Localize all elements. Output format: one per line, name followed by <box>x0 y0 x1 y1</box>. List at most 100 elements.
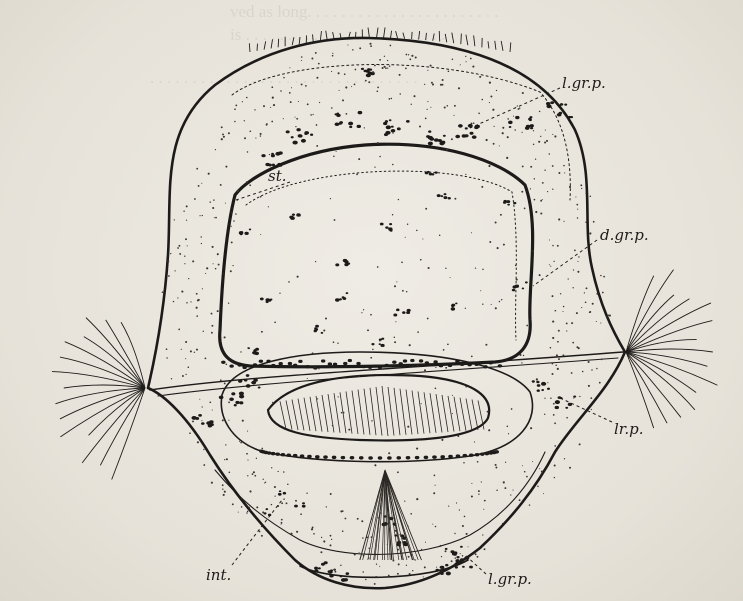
stipple-dot <box>389 65 391 67</box>
stipple-dot <box>439 234 441 236</box>
granule <box>341 456 346 459</box>
granule <box>333 363 337 366</box>
granule <box>275 452 280 455</box>
cilium <box>355 32 356 39</box>
stipple-dot <box>452 395 453 396</box>
stipple-dot <box>246 453 248 455</box>
cilium <box>60 357 145 388</box>
stipple-dot <box>224 382 226 384</box>
stipple-dot <box>395 321 396 322</box>
granule <box>513 202 516 204</box>
stipple-dot <box>596 321 597 322</box>
stipple-dot <box>374 65 376 67</box>
stipple-dot <box>208 173 210 175</box>
granule <box>346 292 349 294</box>
granule <box>346 572 350 575</box>
stipple-dot <box>332 55 334 57</box>
stipple-dot <box>212 207 214 209</box>
stipple-dot <box>555 364 557 366</box>
granule <box>525 281 528 283</box>
stipple-dot <box>379 59 381 61</box>
stipple-dot <box>213 199 214 200</box>
stipple-dot <box>445 367 447 369</box>
stipple-dot <box>281 522 283 524</box>
stipple-dot <box>301 83 303 85</box>
stipple-dot <box>300 513 302 515</box>
stipple-dot <box>450 277 451 278</box>
stipple-dot <box>378 64 379 65</box>
leader-lgrp-top <box>470 88 560 128</box>
stipple-dot <box>413 95 415 97</box>
granule <box>265 508 268 510</box>
stipple-dot <box>338 72 340 74</box>
granule <box>406 456 411 459</box>
stipple-dot <box>334 569 336 571</box>
stipple-dot <box>230 270 232 272</box>
stipple-dot <box>334 571 336 573</box>
stipple-dot <box>540 200 542 202</box>
stipple-dot <box>205 273 206 274</box>
stipple-dot <box>215 268 217 270</box>
granule <box>206 421 211 425</box>
stipple-dot <box>477 461 479 463</box>
stipple-dot <box>577 261 578 262</box>
stipple-dot <box>517 105 518 106</box>
equatorial-band <box>150 352 623 390</box>
stipple-dot <box>399 74 401 76</box>
label-lgrp-bottom: l.gr.p. <box>488 570 532 588</box>
stipple-dot <box>526 325 528 327</box>
stipple-dot <box>341 456 342 457</box>
granule <box>433 360 437 363</box>
granule <box>292 213 295 215</box>
stipple-dot <box>475 553 477 555</box>
stipple-dot <box>544 398 545 399</box>
stipple-dot <box>586 287 588 289</box>
stipple-dot <box>343 412 345 414</box>
stipple-dot <box>301 56 303 58</box>
stipple-dot <box>408 556 410 558</box>
stipple-dot <box>419 125 421 127</box>
granule <box>390 230 393 232</box>
stipple-dot <box>371 420 372 421</box>
stipple-dot <box>372 349 374 351</box>
stipple-dot <box>196 349 198 351</box>
stipple-dot <box>521 191 523 193</box>
stipple-dot <box>585 193 586 194</box>
granule <box>249 228 251 230</box>
stipple-dot <box>451 138 453 140</box>
granule <box>267 451 272 454</box>
stipple-dot <box>544 414 545 415</box>
granule <box>458 124 463 128</box>
stipple-dot <box>457 435 459 437</box>
stipple-dot <box>554 477 555 478</box>
stipple-dot <box>592 303 594 305</box>
granule <box>546 102 550 105</box>
stipple-dot <box>370 357 372 359</box>
cilium <box>64 385 145 388</box>
stipple-dot <box>465 308 466 309</box>
stipple-dot <box>497 247 499 249</box>
stipple-dot <box>196 315 198 317</box>
granule <box>550 101 554 104</box>
stipple-dot <box>283 118 284 119</box>
stipple-dot <box>552 295 554 297</box>
granule <box>537 384 541 387</box>
granule <box>448 364 452 367</box>
stipple-dot <box>533 130 534 131</box>
stipple-dot <box>301 60 302 61</box>
stipple-dot <box>505 462 506 463</box>
granule <box>568 116 571 119</box>
stipple-dot <box>252 473 254 475</box>
granule <box>350 456 355 459</box>
stipple-dot <box>405 237 406 238</box>
oral-stria <box>472 400 478 431</box>
granule <box>238 363 242 366</box>
stipple-dot <box>347 44 348 45</box>
stipple-dot <box>519 499 521 501</box>
stipple-dot <box>215 149 216 150</box>
stipple-dot <box>211 332 213 334</box>
cilium <box>439 31 440 41</box>
stipple-dot <box>256 458 257 459</box>
granule <box>335 122 340 126</box>
cilium <box>461 34 462 45</box>
